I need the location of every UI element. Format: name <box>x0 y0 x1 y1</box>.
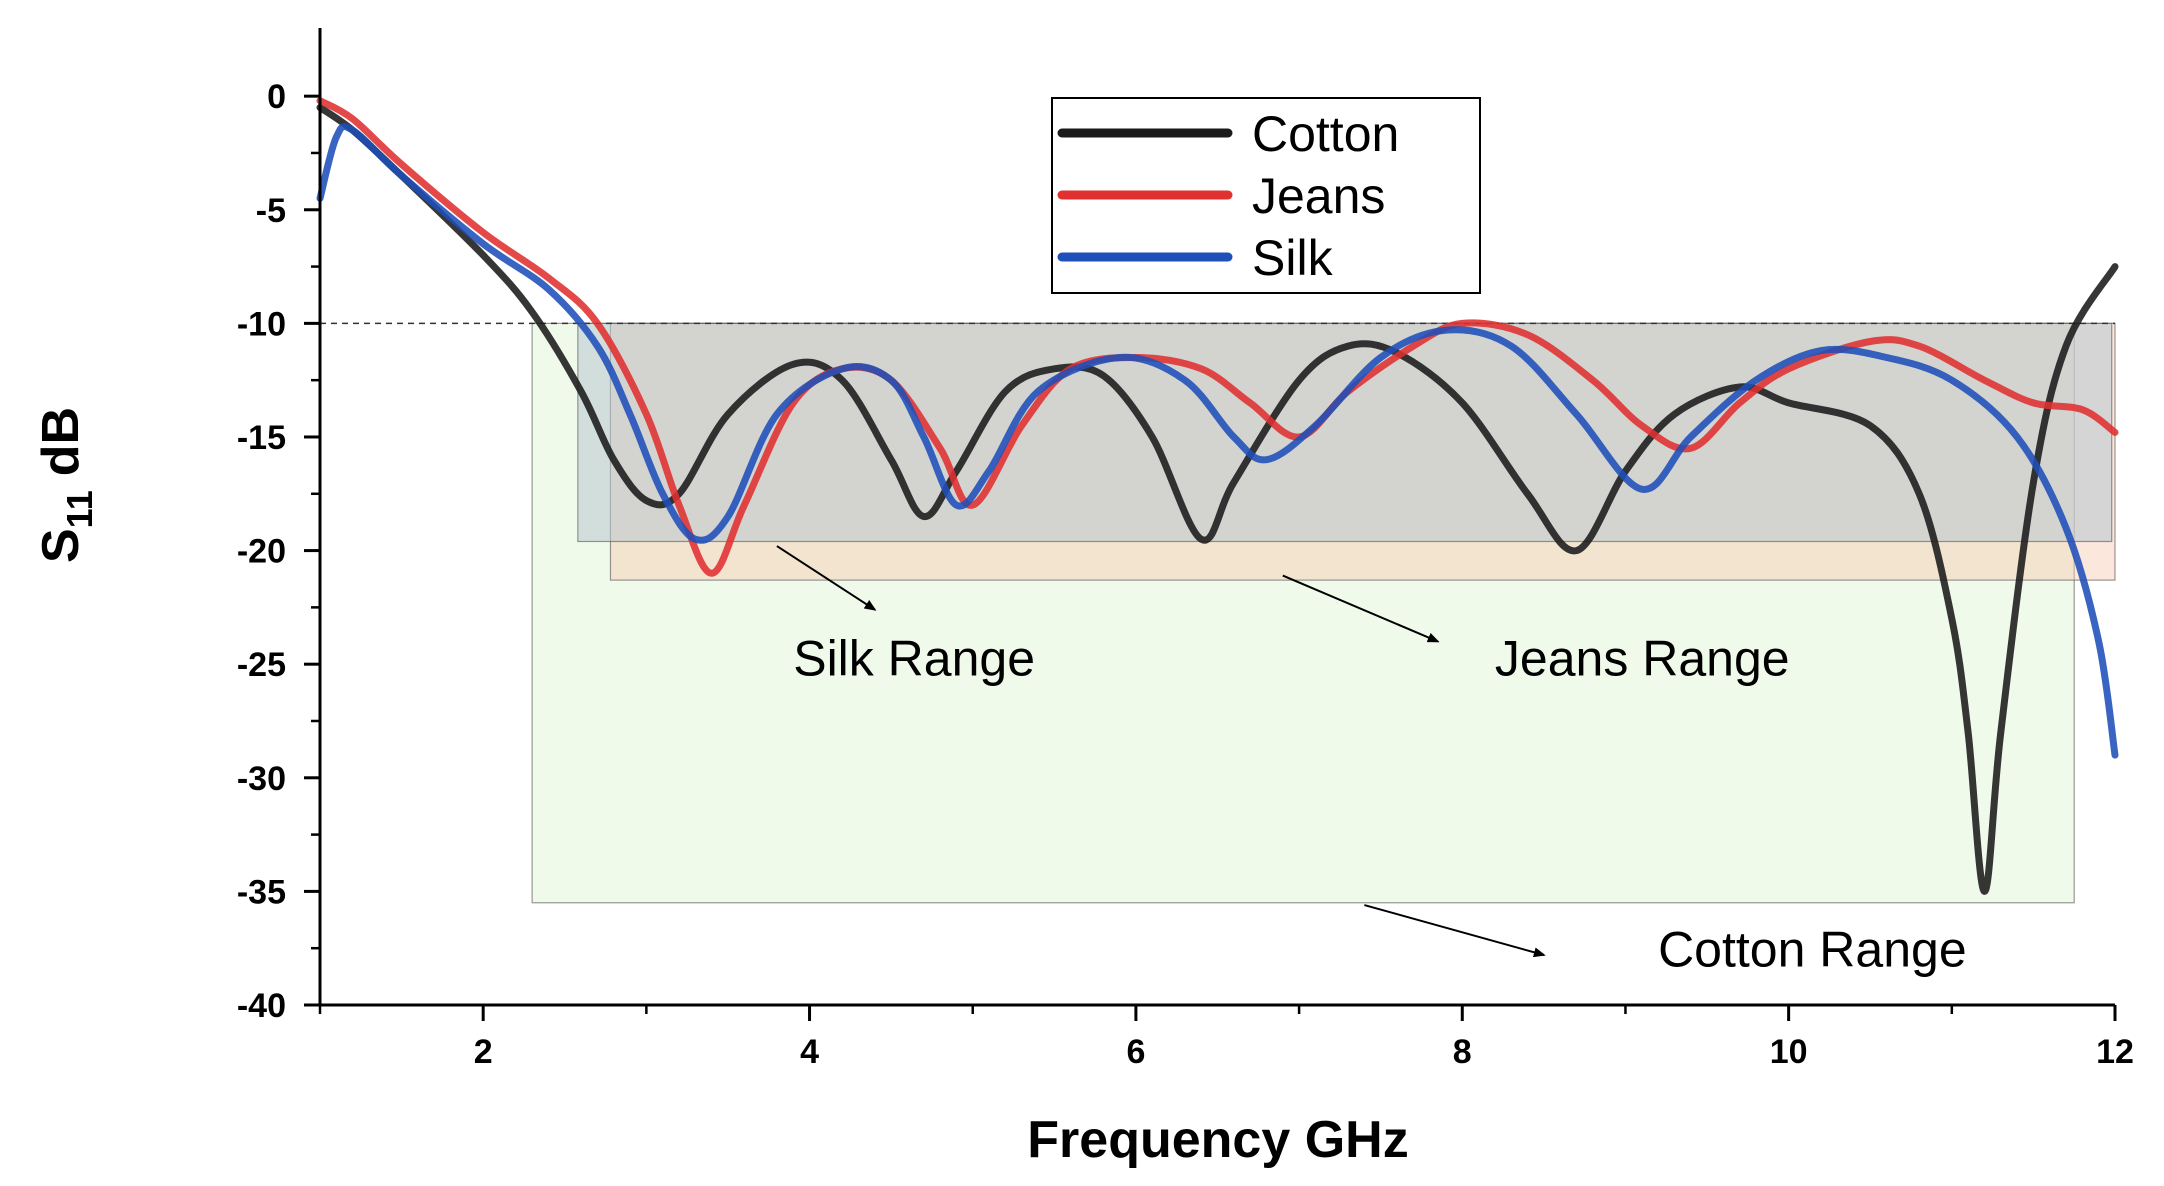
y-tick-label: -10 <box>237 305 286 343</box>
legend-label-jeans: Jeans <box>1252 168 1385 224</box>
series-line-cotton <box>316 104 2119 895</box>
x-axis-title: Frequency GHz <box>1027 1111 1408 1169</box>
y-tick-label: -15 <box>237 419 286 457</box>
y-tick-label: -40 <box>237 987 286 1025</box>
y-tick-label: 0 <box>267 78 286 116</box>
y-tick-label: -25 <box>237 646 286 684</box>
x-tick-label: 8 <box>1453 1033 1472 1071</box>
y-tick-label: -5 <box>256 192 286 230</box>
y-tick-label: -20 <box>237 533 286 571</box>
y-tick-label: -35 <box>237 873 286 911</box>
jeans-range-label: Jeans Range <box>1495 631 1790 687</box>
x-tick-label: 2 <box>474 1033 493 1071</box>
silk-range-arrow <box>776 545 877 611</box>
legend-label-cotton: Cotton <box>1252 106 1399 162</box>
cotton-range-arrow <box>1364 904 1546 958</box>
y-axis-title: S11 dB <box>32 407 100 563</box>
axes <box>318 28 2115 1007</box>
jeans-range-arrow <box>1282 574 1440 643</box>
x-tick-label: 12 <box>2096 1033 2134 1071</box>
y-axis-title-unit: dB <box>32 407 90 476</box>
range-boxes <box>531 322 2116 904</box>
silk-range-label: Silk Range <box>793 631 1035 687</box>
x-tick-label: 4 <box>800 1033 819 1071</box>
y-axis-title-subscript: 11 <box>59 490 100 528</box>
series-line-silk <box>316 123 2119 759</box>
cotton-range-label: Cotton Range <box>1658 921 1967 977</box>
series-lines <box>316 97 2119 895</box>
legend-label-silk: Silk <box>1252 230 1334 286</box>
y-axis-title-main: S <box>32 528 90 563</box>
x-tick-label: 10 <box>1770 1033 1808 1071</box>
x-tick-label: 6 <box>1126 1033 1145 1071</box>
y-tick-label: -30 <box>237 760 286 798</box>
ticks: 0 -5 -10 -15 -20 -25 -30 -35 -40 2 4 6 8 10 12 <box>237 78 2134 1071</box>
